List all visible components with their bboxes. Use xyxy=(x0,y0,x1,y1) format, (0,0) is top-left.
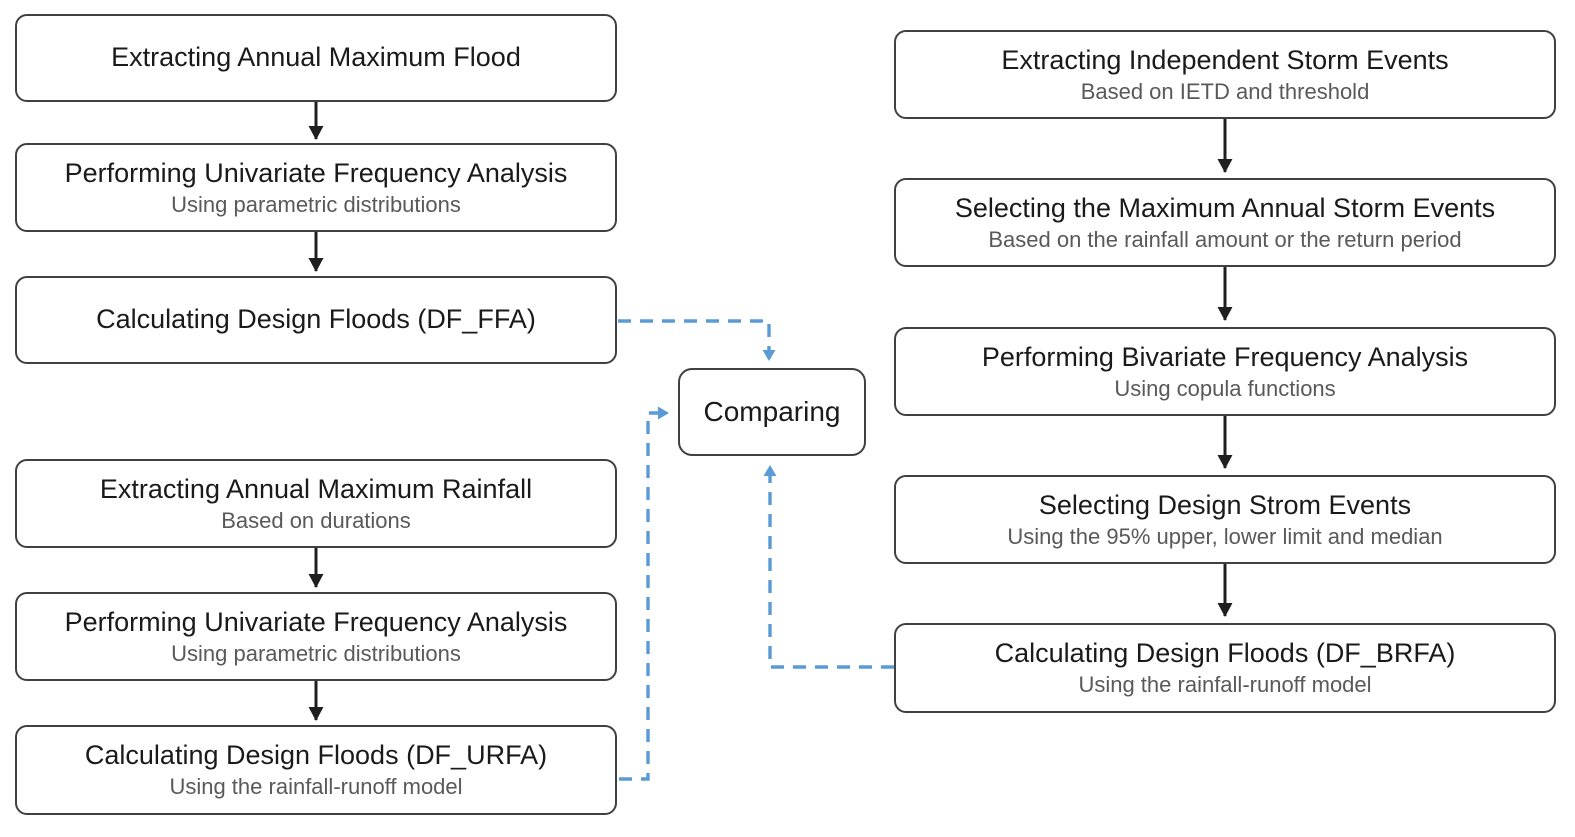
box-subtitle: Using parametric distributions xyxy=(171,640,461,666)
box-extracting-independent-storm-events: Extracting Independent Storm Events Base… xyxy=(894,30,1556,119)
box-subtitle: Using copula functions xyxy=(1114,375,1336,401)
box-title: Calculating Design Floods (DF_FFA) xyxy=(96,304,536,335)
box-title: Calculating Design Floods (DF_URFA) xyxy=(84,740,548,771)
box-title: Performing Bivariate Frequency Analysis xyxy=(981,341,1469,372)
box-calculating-design-floods-dfffa: Calculating Design Floods (DF_FFA) xyxy=(15,276,617,364)
box-performing-bivariate-frequency-analysis: Performing Bivariate Frequency Analysis … xyxy=(894,327,1556,416)
dashed-connector-dfffa-to-comparing xyxy=(618,319,776,361)
dashed-connector-dfbrfa-to-comparing xyxy=(763,465,894,669)
box-comparing: Comparing xyxy=(678,368,866,456)
box-subtitle: Based on durations xyxy=(221,507,411,533)
box-univariate-frequency-analysis-rainfall: Performing Univariate Frequency Analysis… xyxy=(15,592,617,681)
box-subtitle: Using the rainfall-runoff model xyxy=(169,774,463,800)
dashed-connector-dfurfa-to-comparing xyxy=(619,406,669,781)
box-univariate-frequency-analysis-flood: Performing Univariate Frequency Analysis… xyxy=(15,143,617,232)
box-title: Selecting Design Strom Events xyxy=(1038,489,1412,520)
box-selecting-maximum-annual-storm-events: Selecting the Maximum Annual Storm Event… xyxy=(894,178,1556,267)
comparing-label: Comparing xyxy=(703,396,841,427)
box-title: Calculating Design Floods (DF_BRFA) xyxy=(994,638,1456,669)
box-title: Selecting the Maximum Annual Storm Event… xyxy=(954,192,1496,223)
box-subtitle: Using the rainfall-runoff model xyxy=(1078,672,1372,698)
box-title: Extracting Independent Storm Events xyxy=(1001,44,1449,75)
box-calculating-design-floods-dfbrfa: Calculating Design Floods (DF_BRFA) Usin… xyxy=(894,623,1556,713)
box-subtitle: Based on the rainfall amount or the retu… xyxy=(988,226,1462,252)
box-extracting-annual-maximum-rainfall: Extracting Annual Maximum Rainfall Based… xyxy=(15,459,617,548)
box-title: Extracting Annual Maximum Flood xyxy=(111,42,521,73)
box-title: Performing Univariate Frequency Analysis xyxy=(64,157,568,188)
box-subtitle: Using the 95% upper, lower limit and med… xyxy=(1007,523,1443,549)
box-calculating-design-floods-dfurfa: Calculating Design Floods (DF_URFA) Usin… xyxy=(15,725,617,815)
box-title: Performing Univariate Frequency Analysis xyxy=(64,606,568,637)
box-subtitle: Based on IETD and threshold xyxy=(1080,78,1370,104)
box-extracting-annual-maximum-flood: Extracting Annual Maximum Flood xyxy=(15,14,617,102)
box-title: Extracting Annual Maximum Rainfall xyxy=(99,473,533,504)
box-subtitle: Using parametric distributions xyxy=(171,191,461,217)
box-selecting-design-storm-events: Selecting Design Strom Events Using the … xyxy=(894,475,1556,564)
